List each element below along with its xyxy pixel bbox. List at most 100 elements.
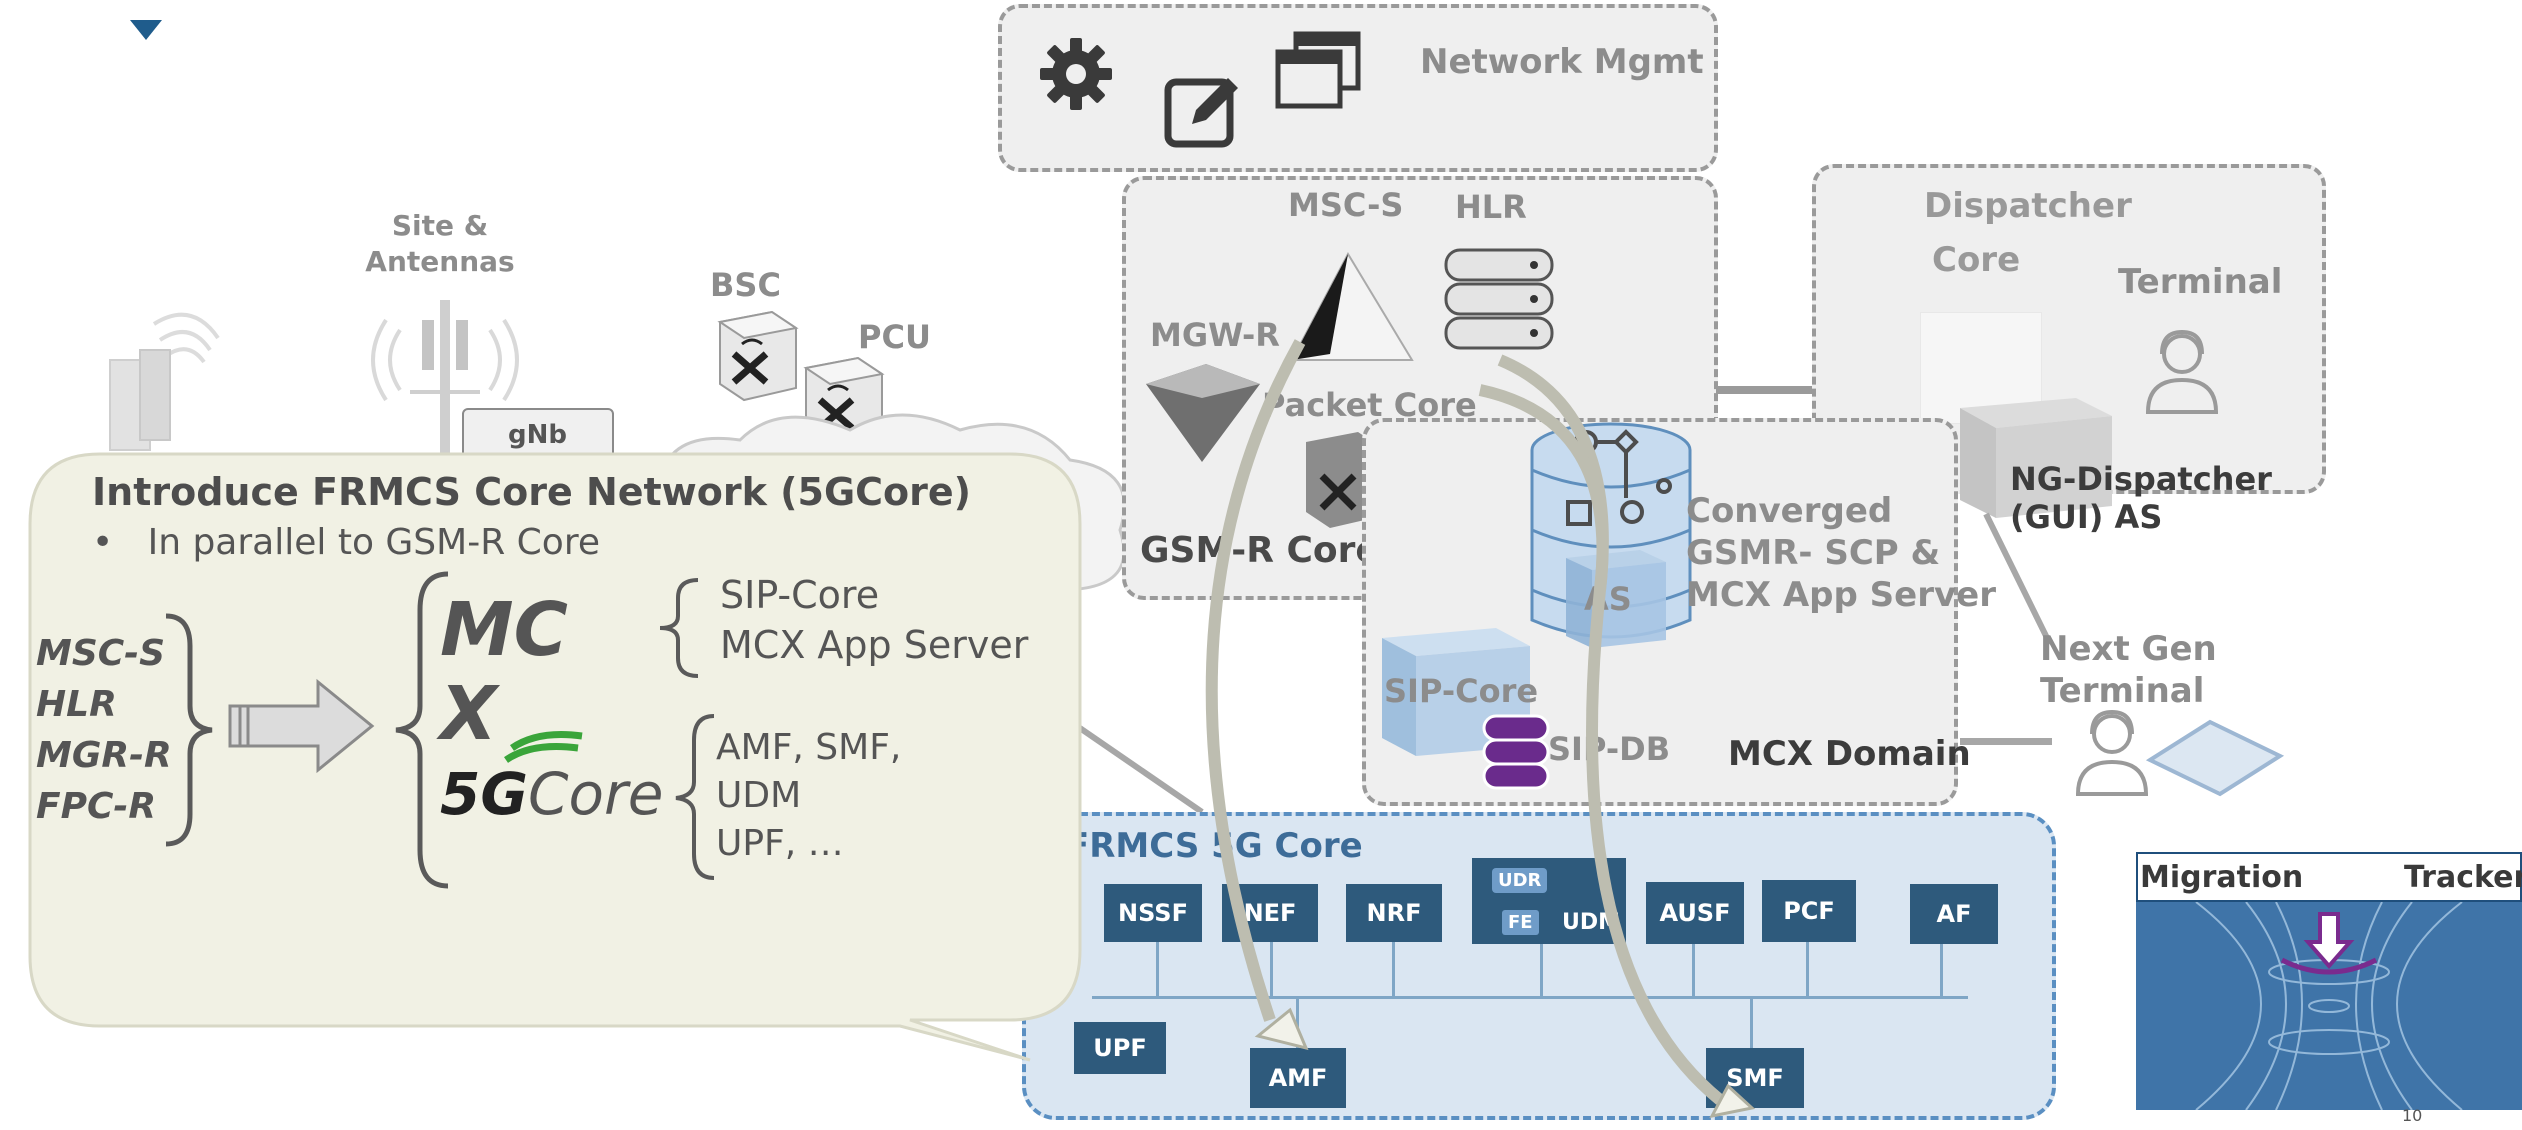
nrf-link <box>1392 942 1395 998</box>
legacy-hlr: HLR <box>36 684 117 725</box>
core-item-amf-smf: AMF, SMF, <box>716 727 902 768</box>
target-brace <box>395 571 449 889</box>
next-gen-line1: Next Gen <box>2040 629 2217 669</box>
page-number: 10 <box>2402 1106 2423 1125</box>
triangle-marker-icon <box>130 20 162 40</box>
gsmr-core-title: GSM-R Core <box>1140 530 1380 571</box>
callout-frmcs-link <box>1072 721 1204 815</box>
callout-bullet: • In parallel to GSM-R Core <box>92 522 600 563</box>
next-gen-label: Next Gen Terminal <box>2040 628 2217 712</box>
nf-fe: FE <box>1502 910 1539 935</box>
af-link <box>1940 942 1943 998</box>
mgw-router-icon <box>1146 364 1260 462</box>
mgw-r-label: MGW-R <box>1150 316 1280 354</box>
nssf-link <box>1156 942 1159 998</box>
frmcs-core-title: FRMCS 5G Core <box>1066 826 1363 866</box>
nf-ausf: AUSF <box>1646 882 1744 944</box>
callout-bubble <box>28 452 1082 1062</box>
5gcore-core: Core <box>527 760 664 828</box>
tracker-right-label: Tracker <box>2404 860 2522 895</box>
network-mgmt-label: Network Mgmt <box>1420 42 1704 82</box>
bullet-dot: • <box>92 522 148 563</box>
tracker-header <box>2136 852 2522 902</box>
nf-udr: UDR <box>1492 868 1548 893</box>
gear-icon <box>1040 38 1112 110</box>
mcx-logo: MC X <box>440 588 568 756</box>
tracker-wormhole-graphic <box>2195 902 2463 1110</box>
mcx-nextgen-link <box>1960 738 2052 745</box>
legacy-list: MSC-S HLR MGR-R FPC-R <box>36 628 172 832</box>
dispatcher-terminal-label: Terminal <box>2118 262 2283 302</box>
sip-db-icon <box>1482 714 1550 790</box>
bsc-switch-icon <box>717 310 799 402</box>
core-to-as-arrow <box>1478 384 1609 591</box>
antenna-mast-icon <box>371 300 519 460</box>
core-item-udm: UDM <box>716 775 802 816</box>
sip-core-label: SIP-Core <box>1384 672 1539 710</box>
gsmr-dispatcher-link <box>1716 386 1812 394</box>
core-items: AMF, SMF, UDM UPF, … <box>716 724 901 868</box>
bullet-text: In parallel to GSM-R Core <box>147 522 600 563</box>
ng-dispatcher-label: NG-Dispatcher (GUI) AS <box>2010 460 2272 536</box>
converged-line3: MCX App Server <box>1686 575 1996 615</box>
headset-operator-icon <box>2145 329 2219 414</box>
hlr-database-icon <box>1444 248 1554 350</box>
site-antennas-label: Site & Antennas <box>360 208 520 280</box>
migration-arrows <box>1205 339 1756 1119</box>
dispatcher-nextgen-link <box>1983 512 2053 646</box>
nf-upf: UPF <box>1074 1022 1166 1074</box>
pcf-link <box>1806 942 1809 998</box>
ng-dispatcher-line1: NG-Dispatcher <box>2010 460 2272 498</box>
converged-line1: Converged <box>1686 491 1893 531</box>
legacy-fpc-r: FPC-R <box>36 786 157 827</box>
packet-core-label: Packet Core <box>1262 386 1477 424</box>
mcx-logo-mc: MC <box>440 587 568 673</box>
sbi-bus <box>1092 996 1968 999</box>
mcx-item-app-server: MCX App Server <box>720 623 1029 667</box>
dispatcher-label-line1: Dispatcher <box>1924 186 2132 226</box>
next-gen-line2: Terminal <box>2040 671 2205 711</box>
amf-link <box>1296 996 1299 1048</box>
next-gen-terminal-icon <box>2075 709 2285 797</box>
legacy-brace <box>165 613 213 847</box>
hlr-label: HLR <box>1455 188 1527 226</box>
sip-db-label: SIP-DB <box>1548 730 1671 768</box>
msc-server-icon <box>1290 251 1414 361</box>
transition-arrow-icon <box>228 678 375 774</box>
mcx-items: SIP-Core MCX App Server <box>720 570 1028 670</box>
5gcore-logo: 5GCore <box>440 760 663 828</box>
site-label-line2: Antennas <box>365 245 515 278</box>
converged-line2: GSMR- SCP & <box>1686 533 1941 573</box>
frmcs-core-box <box>1022 812 2056 1120</box>
edit-icon <box>1164 78 1238 148</box>
nf-pcf: PCF <box>1762 880 1856 942</box>
mcx-logo-x: X <box>440 671 498 757</box>
legacy-msc-s: MSC-S <box>36 633 166 674</box>
nf-af: AF <box>1910 884 1998 944</box>
migration-tracker: Migration Tracker <box>2136 852 2522 1110</box>
nf-amf: AMF <box>1250 1048 1346 1108</box>
callout-title: Introduce FRMCS Core Network (5GCore) <box>92 470 972 514</box>
converged-label: Converged GSMR- SCP & MCX App Server <box>1686 490 1996 616</box>
hlr-to-smf-arrow <box>1497 354 1724 1105</box>
ng-dispatcher-cube-icon <box>1960 398 2112 518</box>
legacy-mgr-r: MGR-R <box>36 735 172 776</box>
msc-s-label: MSC-S <box>1288 186 1404 224</box>
windows-icon <box>1275 31 1361 109</box>
nf-nrf: NRF <box>1346 884 1442 942</box>
mcx-item-sip-core: SIP-Core <box>720 573 880 617</box>
nef-link <box>1270 942 1273 998</box>
mcx-domain-title: MCX Domain <box>1728 734 1971 774</box>
bsc-label: BSC <box>710 266 781 304</box>
msc-to-amf-arrow <box>1205 339 1306 1022</box>
dispatcher-label-line2: Core <box>1932 240 2021 280</box>
ausf-link <box>1692 942 1695 998</box>
mcx-brace <box>659 578 699 678</box>
core-brace <box>675 714 715 880</box>
nf-smf: SMF <box>1706 1048 1804 1108</box>
ng-dispatcher-line2: (GUI) AS <box>2010 498 2163 536</box>
as-cube-icon <box>1566 550 1666 648</box>
smf-link <box>1750 996 1753 1048</box>
5gcore-5g: 5G <box>440 760 528 828</box>
nf-nssf: NSSF <box>1104 884 1202 942</box>
